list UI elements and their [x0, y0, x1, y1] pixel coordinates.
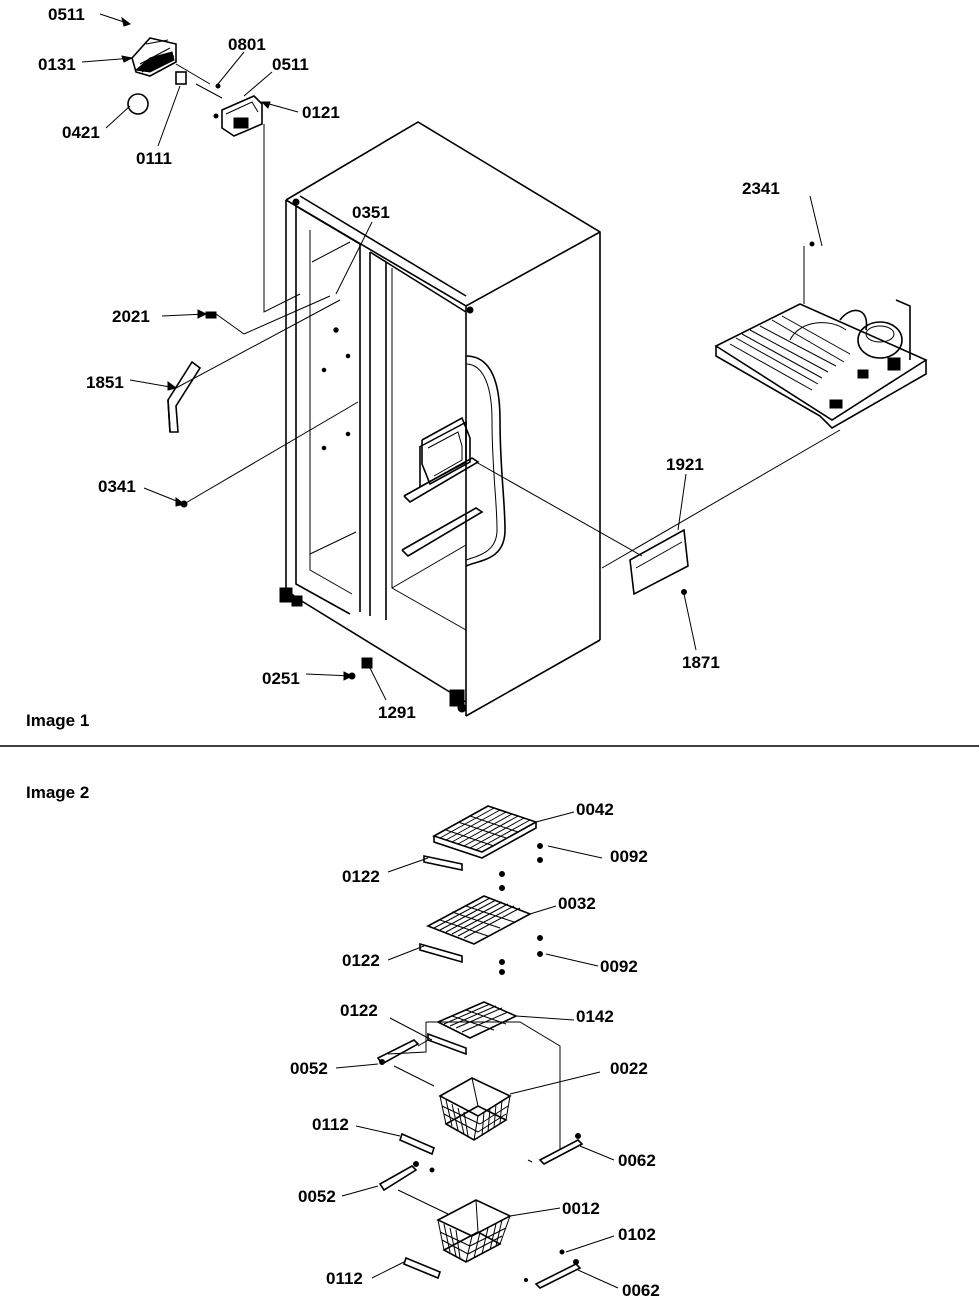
callout-label: 1291 [378, 703, 416, 722]
refrigerator-cabinet [279, 121, 601, 717]
callout-label: 0511 [48, 5, 85, 24]
callout-label: 0251 [262, 669, 300, 688]
callout-label: 0032 [558, 894, 596, 913]
callout-label: 0112 [326, 1269, 363, 1288]
callout-label: 0012 [562, 1199, 600, 1218]
arrowheads-image1 [121, 16, 354, 681]
callout-label: 0121 [302, 103, 340, 122]
image2-heading: Image 2 [26, 783, 89, 802]
callout-label: 0092 [610, 847, 648, 866]
callout-label: 0092 [600, 957, 638, 976]
basket-rail-right-upper [527, 1133, 584, 1165]
callout-label: 0052 [290, 1059, 328, 1078]
image2-callouts: 0042 0122 0092 0032 0122 0092 0122 0142 … [290, 800, 660, 1300]
leader-lines-image2 [335, 811, 619, 1289]
slide-upper [399, 1132, 435, 1156]
callout-label: 0122 [340, 1001, 378, 1020]
callout-label: 0511 [272, 55, 309, 74]
wire-harness-leader [263, 124, 301, 313]
light-assembly [127, 37, 263, 137]
image1-callouts: 0511 0131 0801 0511 0121 0421 0111 0351 … [38, 5, 780, 722]
callout-label: 0341 [98, 477, 136, 496]
callout-label: 0112 [312, 1115, 349, 1134]
drain-pan [629, 528, 689, 596]
callout-label: 0111 [136, 149, 172, 168]
leader-lines-image1 [81, 13, 841, 701]
basket-rail-lower [378, 1161, 449, 1215]
wire-shelf-middle [419, 895, 543, 975]
callout-label: 0142 [576, 1007, 614, 1026]
callout-label: 0052 [298, 1187, 336, 1206]
callout-label: 0131 [38, 55, 76, 74]
callout-label: 0351 [352, 203, 390, 222]
slide-lower [403, 1256, 441, 1280]
callout-label: 0062 [618, 1151, 656, 1170]
image2-illustration: Image 2 [26, 783, 660, 1300]
callout-label: 0122 [342, 951, 380, 970]
callout-label: 1851 [86, 373, 124, 392]
image1-illustration: 0511 0131 0801 0511 0121 0421 0111 0351 … [26, 5, 928, 730]
wire-shelf-top [423, 805, 543, 891]
callout-label: 0062 [622, 1281, 660, 1300]
basket-rail-right-lower [524, 1249, 582, 1289]
image1-heading: Image 1 [26, 711, 89, 730]
callout-label: 1871 [682, 653, 720, 672]
basket-rail-upper [376, 1039, 435, 1087]
wire-basket-lower [436, 1199, 512, 1263]
callout-label: 0102 [618, 1225, 656, 1244]
callout-label: 0022 [610, 1059, 648, 1078]
wire-basket-upper [438, 1077, 512, 1141]
callout-label: 1921 [666, 455, 704, 474]
callout-label: 2341 [742, 179, 780, 198]
callout-label: 0122 [342, 867, 380, 886]
callout-label: 2021 [112, 307, 150, 326]
callout-label: 0042 [576, 800, 614, 819]
callout-label: 0421 [62, 123, 100, 142]
machine-compartment [714, 241, 928, 429]
callout-label: 0801 [228, 35, 266, 54]
